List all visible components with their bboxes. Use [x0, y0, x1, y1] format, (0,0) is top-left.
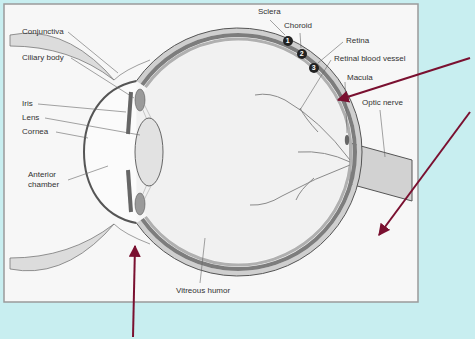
- choroid-layer: [142, 35, 355, 269]
- leader-line: [68, 166, 108, 180]
- retinal-vessels: [250, 94, 350, 205]
- part-label: Retina: [346, 36, 369, 46]
- globe-outline: [136, 28, 362, 276]
- leader-line: [68, 32, 118, 73]
- leader-line: [300, 60, 331, 110]
- annotation-arrow: [133, 246, 135, 337]
- leader-line: [345, 82, 347, 133]
- part-label: Anterior chamber: [28, 170, 66, 190]
- part-label: Sclera: [258, 7, 281, 17]
- macula-spot: [345, 135, 349, 145]
- leader-line: [200, 238, 205, 283]
- leader-line: [380, 110, 385, 157]
- iris-shape: [128, 170, 131, 212]
- vitreous-body: [127, 41, 349, 263]
- leader-line: [270, 20, 285, 35]
- annotation-arrow: [338, 58, 470, 100]
- callout-number: 2: [297, 49, 307, 59]
- cornea-shape: [84, 81, 136, 223]
- conjunctiva-line: [114, 224, 150, 244]
- part-label: Choroid: [284, 21, 312, 31]
- picture-panel: [4, 4, 418, 302]
- part-label: Vitreous humor: [176, 286, 230, 296]
- retina-layer: [145, 39, 351, 265]
- part-label: Iris: [22, 99, 33, 109]
- part-label: Ciliary body: [22, 53, 64, 63]
- leader-line: [56, 132, 88, 138]
- leader-line: [38, 104, 126, 112]
- part-label: Conjunctiva: [22, 27, 64, 37]
- conjunctiva-line: [114, 60, 150, 80]
- leader-line: [300, 33, 301, 48]
- annotation-arrow: [379, 112, 470, 235]
- lower-eyelid: [10, 224, 114, 271]
- iris-shape: [128, 92, 131, 134]
- ciliary-body-shape: [135, 89, 145, 111]
- callout-number: 3: [309, 63, 319, 73]
- sclera-layer: [138, 30, 359, 273]
- leader-line: [71, 58, 134, 98]
- part-label: Macula: [347, 73, 373, 83]
- ciliary-body-shape: [135, 193, 145, 215]
- lens-shape: [135, 118, 163, 186]
- part-label: Lens: [22, 113, 39, 123]
- part-label: Retinal blood vessel: [334, 54, 406, 64]
- leader-lines: [38, 20, 385, 283]
- callout-number: 1: [283, 36, 293, 46]
- part-label: Cornea: [22, 127, 48, 137]
- part-label: Optic nerve: [362, 98, 403, 108]
- anterior-chamber-fill: [84, 81, 136, 223]
